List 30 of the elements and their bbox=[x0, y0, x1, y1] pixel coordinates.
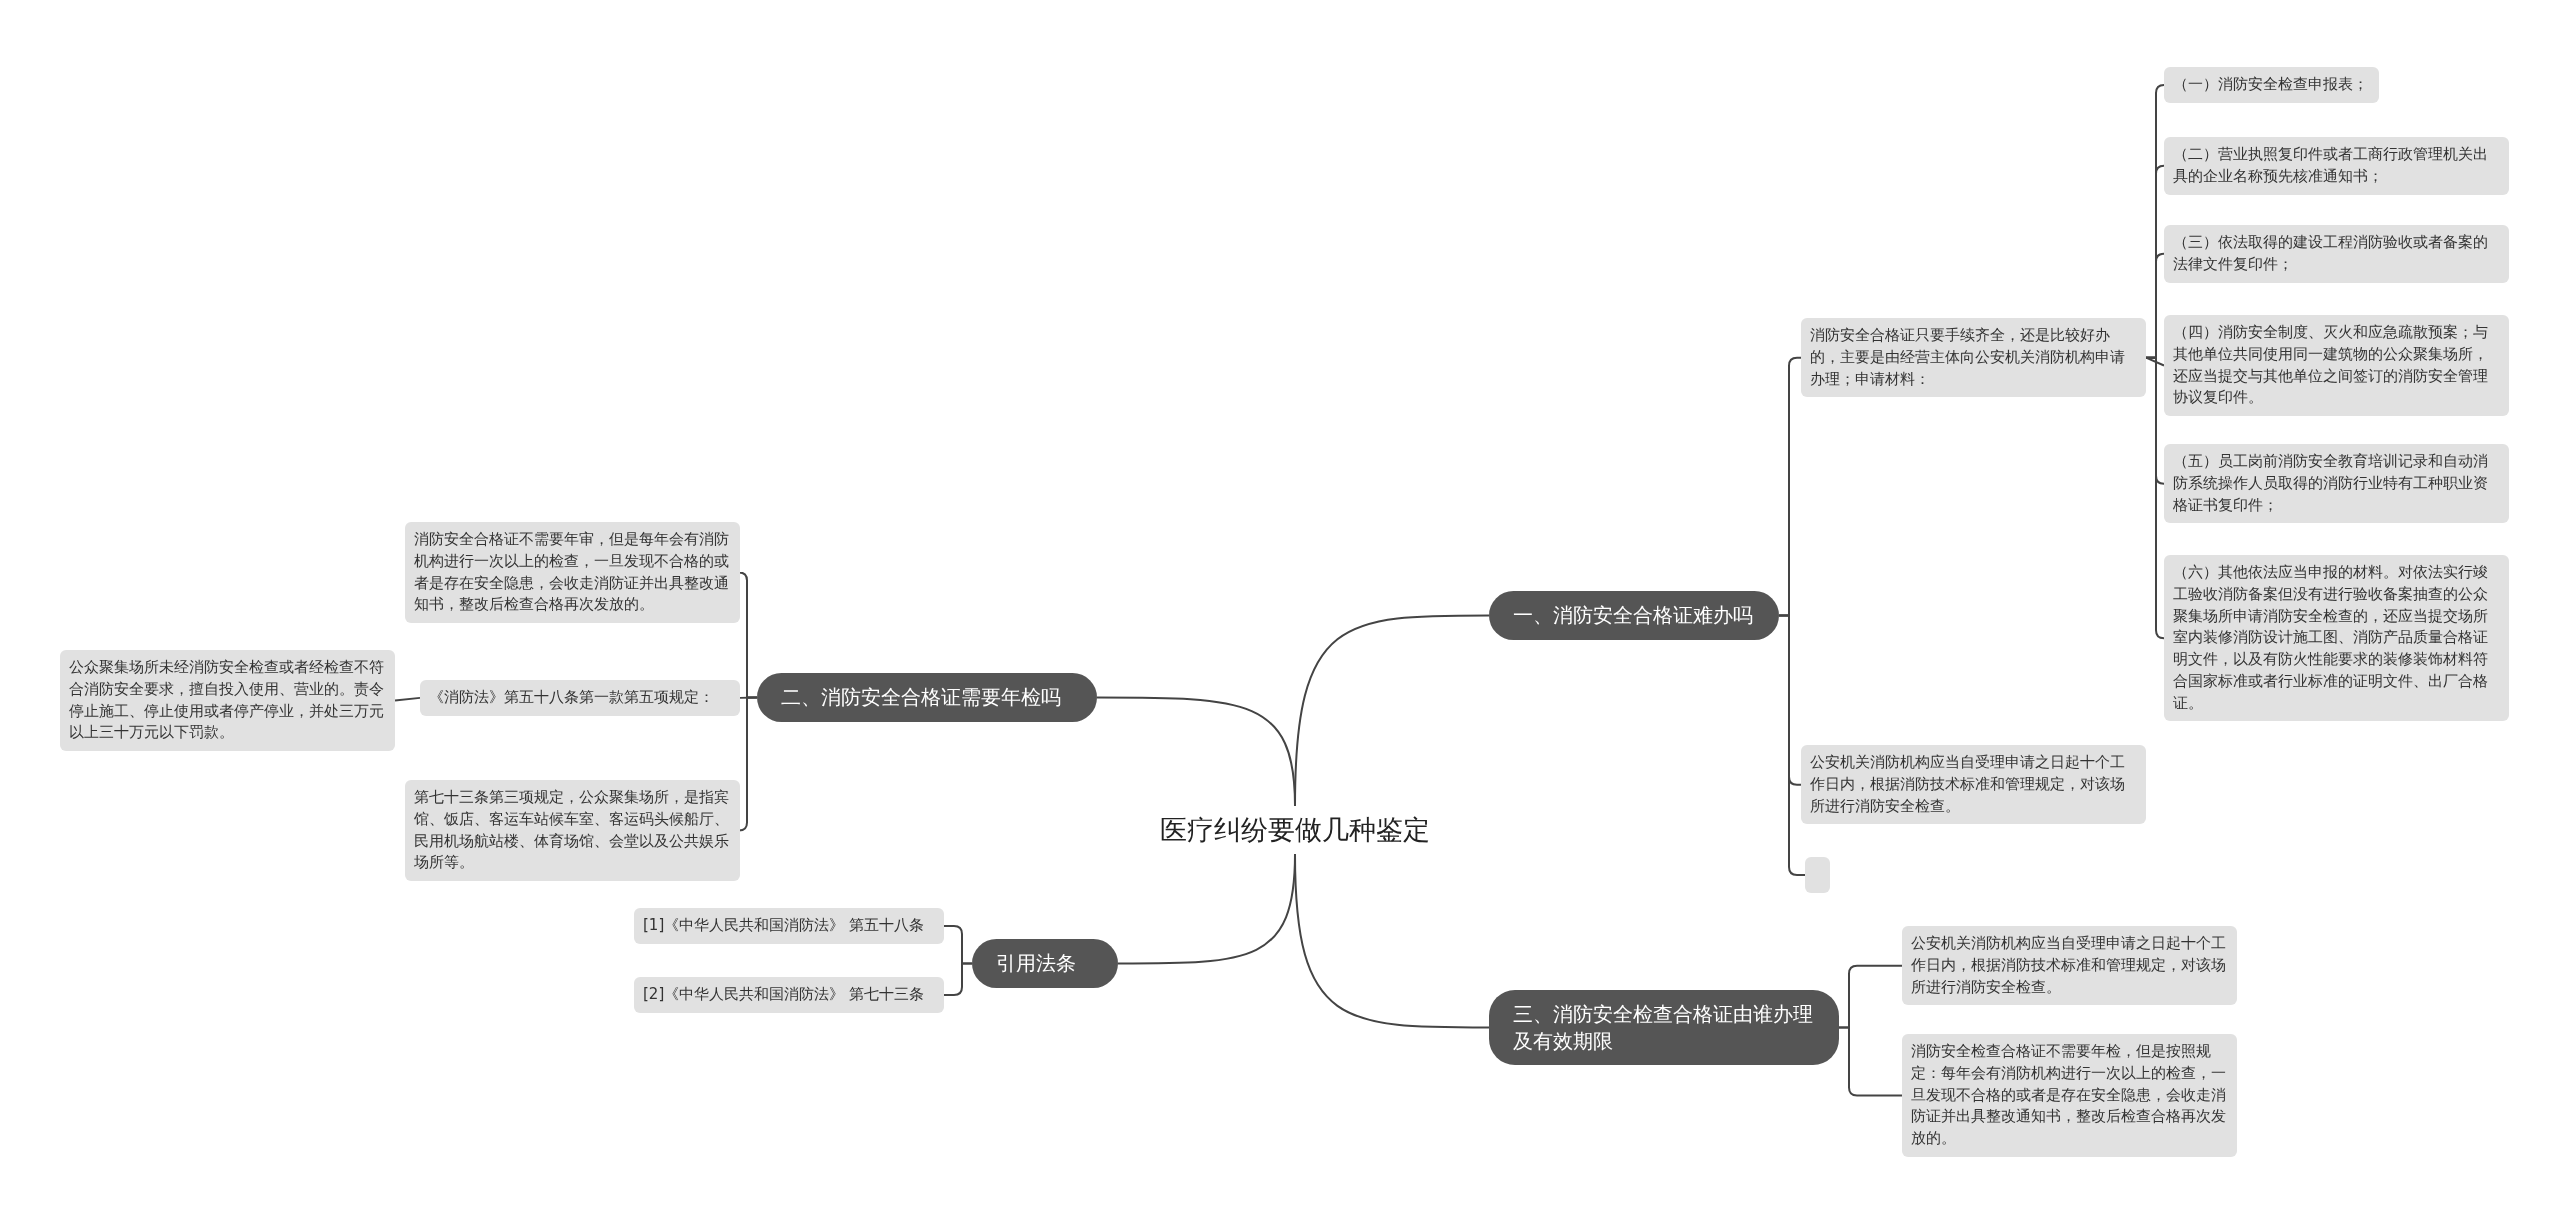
topic-pill: 一、消防安全合格证难办吗 bbox=[1489, 591, 1779, 640]
note-box: 消防安全检查合格证不需要年检，但是按照规定：每年会有消防机构进行一次以上的检查，一旦发现不合格的或者是存在安全隐患，会收走消防证并出具整改通知书，整改后检查合格再次发放的。 bbox=[1902, 1034, 2237, 1157]
note-box: （四）消防安全制度、灭火和应急疏散预案；与其他单位共同使用同一建筑物的公众聚集场所，还应当提交与其他单位之间签订的消防安全管理协议复印件。 bbox=[2164, 315, 2509, 416]
topic-pill: 引用法条 bbox=[972, 939, 1118, 988]
connector-line bbox=[738, 696, 758, 832]
connector-line bbox=[2145, 356, 2165, 640]
topic-pill: 三、消防安全检查合格证由谁办理及有效期限 bbox=[1489, 990, 1839, 1065]
connector-line bbox=[1294, 853, 1490, 1029]
central-topic: 医疗纠纷要做几种鉴定 bbox=[1160, 806, 1430, 854]
note-box: （一）消防安全检查申报表； bbox=[2164, 67, 2379, 103]
note-box: 消防安全合格证不需要年审，但是每年会有消防机构进行一次以上的检查，一旦发现不合格的或者是存在安全隐患，会收走消防证并出具整改通知书，整改后检查合格再次发放的。 bbox=[405, 522, 740, 623]
note-box: 公安机关消防机构应当自受理申请之日起十个工作日内，根据消防技术标准和管理规定，对该场所进行消防安全检查。 bbox=[1902, 926, 2237, 1006]
connector-line bbox=[2145, 356, 2165, 367]
note-box: （三）依法取得的建设工程消防验收或者备案的法律文件复印件； bbox=[2164, 225, 2509, 283]
empty-box bbox=[1805, 857, 1830, 893]
note-box: [2]《中华人民共和国消防法》 第七十三条 bbox=[634, 977, 944, 1013]
note-box: 第七十三条第三项规定，公众聚集场所，是指宾馆、饭店、客运车站候车室、客运码头候船厅、民用机场航站楼、体育场馆、会堂以及公共娱乐场所等。 bbox=[405, 780, 740, 881]
note-box: 《消防法》第五十八条第一款第五项规定： bbox=[420, 680, 740, 716]
connector-line bbox=[394, 696, 421, 702]
note-box: （五）员工岗前消防安全教育培训记录和自动消防系统操作人员取得的消防行业特有工种职业资格证书复印件； bbox=[2164, 444, 2509, 524]
note-box: [1]《中华人民共和国消防法》 第五十八条 bbox=[634, 908, 944, 944]
connector-line bbox=[943, 962, 973, 996]
connector-line bbox=[1838, 1026, 1903, 1097]
topic-pill: 二、消防安全合格证需要年检吗 bbox=[757, 673, 1097, 722]
connector-line bbox=[1096, 696, 1296, 807]
note-box: 消防安全合格证只要手续齐全，还是比较好办的，主要是由经营主体向公安机关消防机构申请办理；申请材料： bbox=[1801, 318, 2146, 398]
note-box: 公众聚集场所未经消防安全检查或者经检查不符合消防安全要求，擅自投入使用、营业的。责令停止施工、停止使用或者停产停业，并处三万元以上三十万元以下罚款。 bbox=[60, 650, 395, 751]
note-box: （六）其他依法应当申报的材料。对依法实行竣工验收消防备案但没有进行验收备案抽查的公众聚集场所申请消防安全检查的，还应当提交场所室内装修消防设计施工图、消防产品质量合格证明文件，以及有防火性能要求的装修装饰材料符合国家标准或者行业标准的证明文件、出厂合格证。 bbox=[2164, 555, 2509, 722]
note-box: 公安机关消防机构应当自受理申请之日起十个工作日内，根据消防技术标准和管理规定，对该场所进行消防安全检查。 bbox=[1801, 745, 2146, 825]
note-box: （二）营业执照复印件或者工商行政管理机关出具的企业名称预先核准通知书； bbox=[2164, 137, 2509, 195]
